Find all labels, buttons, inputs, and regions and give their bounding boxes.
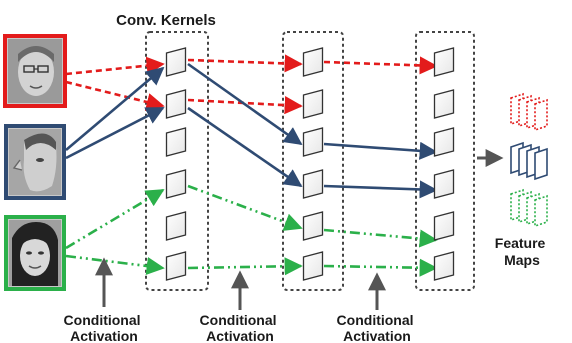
title-conv-kernels: Conv. Kernels bbox=[116, 12, 216, 29]
face-photo-icon bbox=[9, 129, 61, 195]
edge-navy-2 bbox=[65, 106, 165, 160]
ca2-line-1: Conditional bbox=[200, 312, 277, 328]
edge-navy-5 bbox=[323, 141, 438, 160]
kernel-l1-6 bbox=[165, 251, 187, 281]
edge-navy-3 bbox=[187, 62, 303, 146]
feature-map-stack-icon bbox=[510, 141, 548, 181]
input-face-navy bbox=[4, 124, 66, 200]
edge-green-2 bbox=[65, 254, 165, 276]
edge-green-5 bbox=[323, 228, 438, 248]
input-face-green bbox=[4, 215, 66, 291]
kernel-l3-2 bbox=[433, 89, 455, 119]
conditional-activation-label-1: Conditional Activation bbox=[64, 312, 145, 343]
ca3-line-2: Activation bbox=[343, 328, 411, 343]
feature-map-stack-icon bbox=[510, 188, 548, 228]
edge-green-3 bbox=[187, 184, 303, 231]
kernel-l2-2 bbox=[302, 89, 324, 119]
kernel-l2-1 bbox=[302, 47, 324, 77]
edge-navy-1 bbox=[65, 66, 165, 151]
feature-maps-label: Feature Maps bbox=[495, 235, 549, 268]
kernel-l1-4 bbox=[165, 169, 187, 199]
conditional-activation-label-3: Conditional Activation bbox=[337, 312, 418, 343]
kernel-l3-4 bbox=[433, 169, 455, 199]
kernel-l3-1 bbox=[433, 47, 455, 77]
conditional-activation-label-2: Conditional Activation bbox=[200, 312, 281, 343]
kernel-l2-5 bbox=[302, 211, 324, 241]
face-photo-icon bbox=[8, 39, 62, 103]
feature-maps-line-1: Feature bbox=[495, 235, 546, 251]
edge-green-1 bbox=[65, 188, 165, 250]
edge-red-3 bbox=[187, 54, 303, 73]
feature-map-stacks bbox=[510, 92, 548, 228]
kernel-layers bbox=[145, 31, 475, 291]
edge-green-6 bbox=[323, 258, 438, 277]
kernel-l1-5 bbox=[165, 211, 187, 241]
kernel-l3-3 bbox=[433, 127, 455, 157]
kernel-l2-4 bbox=[302, 169, 324, 199]
input-face-red bbox=[3, 34, 67, 108]
ca2-line-2: Activation bbox=[206, 328, 274, 343]
kernel-l1-1 bbox=[165, 47, 187, 77]
layer-box-2 bbox=[282, 31, 344, 291]
feature-maps-line-2: Maps bbox=[504, 252, 540, 268]
edge-navy-4 bbox=[187, 106, 303, 188]
kernel-l2-6 bbox=[302, 251, 324, 281]
kernel-l2-3 bbox=[302, 127, 324, 157]
layer-box-3 bbox=[415, 31, 475, 291]
feature-map-stack-icon bbox=[510, 92, 548, 132]
connections bbox=[65, 54, 438, 277]
kernel-l1-3 bbox=[165, 127, 187, 157]
edge-red-4 bbox=[187, 96, 303, 115]
ca1-line-2: Activation bbox=[70, 328, 138, 343]
edge-red-1 bbox=[65, 56, 165, 76]
ca3-line-1: Conditional bbox=[337, 312, 414, 328]
kernel-l1-2 bbox=[165, 89, 187, 119]
kernel-l3-6 bbox=[433, 251, 455, 281]
edge-red-2 bbox=[65, 80, 165, 111]
face-photo-icon bbox=[9, 220, 61, 286]
edge-red-5 bbox=[323, 56, 438, 75]
layer-box-1 bbox=[145, 31, 209, 291]
kernels bbox=[165, 47, 455, 281]
kernel-l3-5 bbox=[433, 211, 455, 241]
edge-navy-6 bbox=[323, 180, 438, 199]
ca1-line-1: Conditional bbox=[64, 312, 141, 328]
edge-green-4 bbox=[187, 257, 303, 276]
